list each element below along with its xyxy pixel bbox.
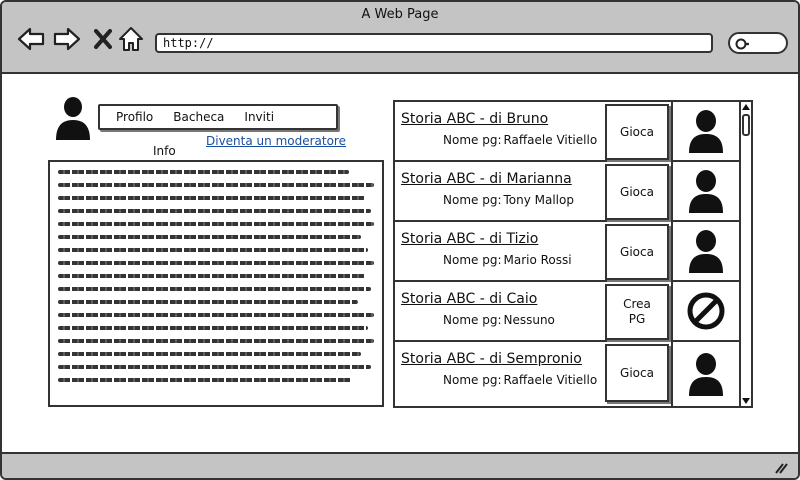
tab-inviti[interactable]: Inviti	[244, 110, 275, 124]
story-title-link[interactable]: Storia ABC - di Marianna	[401, 171, 572, 187]
story-row: Storia ABC - di Caio Nome pg:Nessuno Cre…	[395, 282, 751, 342]
stories-list: Storia ABC - di Bruno Nome pg:Raffaele V…	[393, 100, 753, 408]
stop-x-icon[interactable]	[88, 24, 118, 54]
status-bar	[2, 452, 798, 478]
pg-label: Nome pg:	[443, 373, 502, 387]
pg-label: Nome pg:	[443, 193, 502, 207]
user-avatar-icon	[56, 97, 90, 140]
pg-name: Raffaele Vitiello	[503, 373, 598, 387]
pg-name: Raffaele Vitiello	[503, 133, 598, 147]
user-icon	[689, 110, 723, 153]
search-icon	[735, 38, 749, 50]
scroll-down-arrow-icon[interactable]	[742, 398, 750, 404]
stories-scrollbar[interactable]	[739, 100, 753, 408]
pg-label: Nome pg:	[443, 313, 502, 327]
character-avatar	[671, 222, 741, 280]
story-row: Storia ABC - di Tizio Nome pg:Mario Ross…	[395, 222, 751, 282]
prohibited-icon	[687, 292, 725, 330]
story-title-link[interactable]: Storia ABC - di Tizio	[401, 231, 539, 247]
user-icon	[689, 170, 723, 213]
page-content: Profilo Bacheca Inviti Diventa un modera…	[2, 76, 798, 452]
story-title-link[interactable]: Storia ABC - di Caio	[401, 291, 538, 307]
user-icon	[689, 230, 723, 273]
character-avatar	[671, 102, 741, 160]
become-moderator-link[interactable]: Diventa un moderatore	[206, 134, 346, 148]
story-row: Storia ABC - di Sempronio Nome pg:Raffae…	[395, 342, 751, 406]
info-label: Info	[153, 144, 176, 158]
play-button[interactable]: Gioca	[605, 344, 669, 402]
play-button[interactable]: Gioca	[605, 164, 669, 220]
story-title-link[interactable]: Storia ABC - di Sempronio	[401, 351, 582, 367]
create-pg-button[interactable]: Crea PG	[605, 284, 669, 340]
pg-name: Mario Rossi	[503, 253, 572, 267]
play-button[interactable]: Gioca	[605, 104, 669, 160]
browser-toolbar: A Web Page http://	[2, 2, 798, 74]
pg-name: Tony Mallop	[503, 193, 574, 207]
character-avatar	[671, 162, 741, 220]
scroll-up-arrow-icon[interactable]	[742, 104, 750, 110]
pg-name: Nessuno	[503, 313, 555, 327]
story-row: Storia ABC - di Bruno Nome pg:Raffaele V…	[395, 102, 751, 162]
character-avatar	[671, 342, 741, 406]
back-arrow-icon[interactable]	[16, 24, 46, 54]
pg-label: Nome pg:	[443, 133, 502, 147]
story-row: Storia ABC - di Marianna Nome pg:Tony Ma…	[395, 162, 751, 222]
character-avatar	[671, 282, 741, 340]
scroll-thumb[interactable]	[742, 114, 750, 136]
user-icon	[689, 353, 723, 396]
tab-profilo[interactable]: Profilo	[116, 110, 154, 124]
forward-arrow-icon[interactable]	[52, 24, 82, 54]
home-icon[interactable]	[116, 24, 146, 54]
profile-tabs: Profilo Bacheca Inviti	[98, 104, 338, 130]
search-box[interactable]	[728, 32, 788, 54]
pg-label: Nome pg:	[443, 253, 502, 267]
story-title-link[interactable]: Storia ABC - di Bruno	[401, 111, 549, 127]
info-text-block	[48, 160, 384, 407]
tab-bacheca[interactable]: Bacheca	[173, 110, 225, 124]
resize-grip-icon[interactable]	[774, 460, 788, 474]
play-button[interactable]: Gioca	[605, 224, 669, 280]
url-input[interactable]: http://	[155, 33, 713, 53]
window-title: A Web Page	[361, 7, 439, 22]
